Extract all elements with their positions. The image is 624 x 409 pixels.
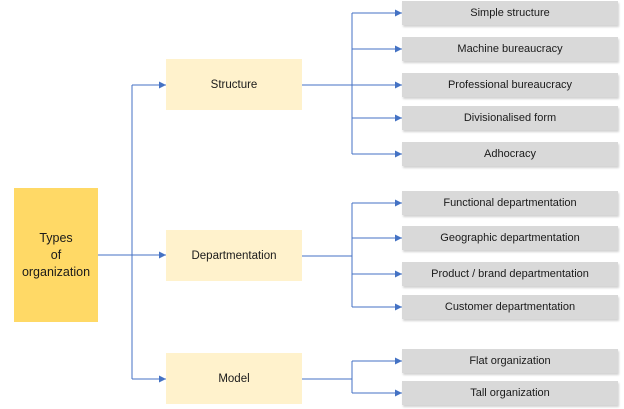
root-line-2: of <box>50 247 62 262</box>
leaf-product-brand-departmentation: Product / brand departmentation <box>402 262 618 286</box>
leaf-geographic-departmentation: Geographic departmentation <box>402 226 618 250</box>
leaf-simple-structure: Simple structure <box>402 1 618 25</box>
category-departmentation-label: Departmentation <box>191 249 277 262</box>
category-model: Model <box>166 353 302 404</box>
root-line-1: Types <box>39 230 73 245</box>
leaf-divisionalised-form: Divisionalised form <box>402 106 618 130</box>
category-structure-label: Structure <box>210 78 258 91</box>
leaf-label: Divisionalised form <box>463 112 557 124</box>
leaf-functional-departmentation: Functional departmentation <box>402 191 618 215</box>
category-model-label: Model <box>218 372 250 385</box>
leaf-label: Adhocracy <box>484 148 536 160</box>
leaf-customer-departmentation: Customer departmentation <box>402 295 618 319</box>
leaf-label: Geographic departmentation <box>440 232 580 244</box>
root-node: Types of organization <box>14 188 98 322</box>
leaf-tall-organization: Tall organization <box>402 381 618 405</box>
category-structure: Structure <box>166 59 302 110</box>
leaf-label: Product / brand departmentation <box>431 268 589 280</box>
leaf-label: Professional bureaucracy <box>447 79 573 91</box>
leaf-label: Tall organization <box>470 387 550 399</box>
leaf-label: Customer departmentation <box>444 301 576 313</box>
leaf-machine-bureaucracy: Machine bureaucracy <box>402 37 618 61</box>
leaf-label: Flat organization <box>469 355 551 367</box>
root-line-3: organization <box>21 264 91 279</box>
leaf-flat-organization: Flat organization <box>402 349 618 373</box>
leaf-adhocracy: Adhocracy <box>402 142 618 166</box>
leaf-label: Machine bureaucracy <box>457 43 563 55</box>
leaf-label: Simple structure <box>470 7 550 19</box>
category-departmentation: Departmentation <box>166 230 302 281</box>
leaf-professional-bureaucracy: Professional bureaucracy <box>402 73 618 97</box>
leaf-label: Functional departmentation <box>443 197 577 209</box>
